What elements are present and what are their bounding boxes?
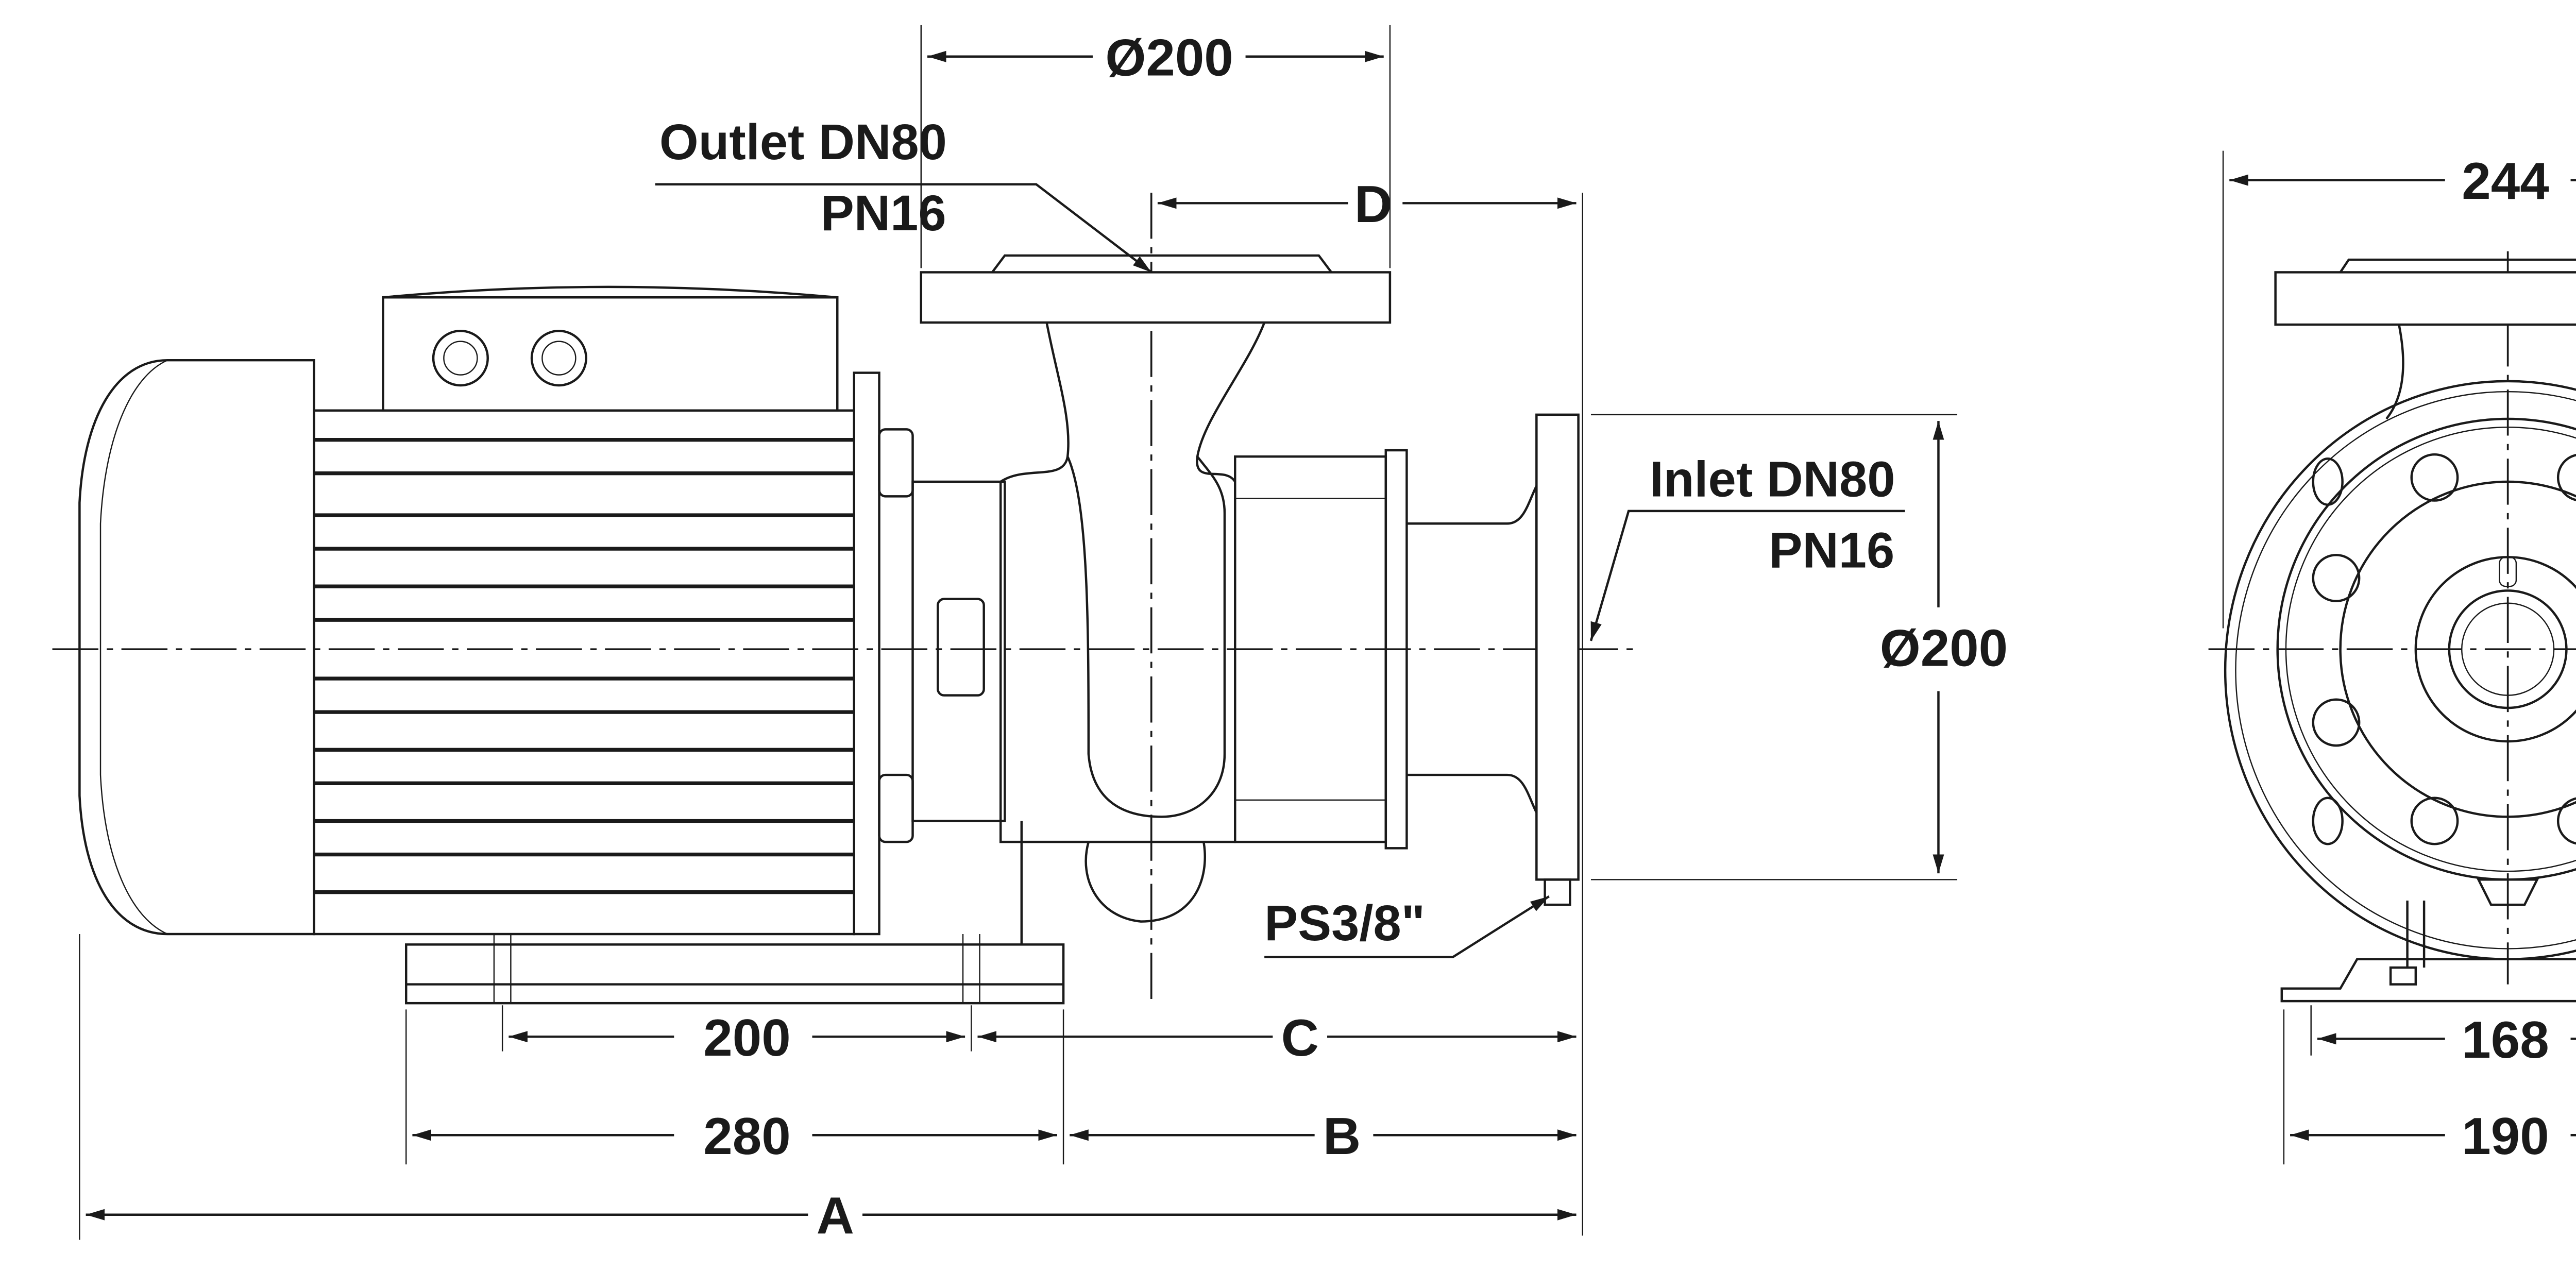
- outlet-label-line1: Outlet DN80: [659, 114, 947, 170]
- motor-body: [313, 371, 914, 936]
- side-view: Outlet DN80 PN16 Ø200 D Inlet DN80 PN16 …: [52, 25, 2008, 1245]
- terminal-box: [382, 285, 839, 412]
- keyway: [2499, 556, 2517, 587]
- outlet-leader: [655, 183, 1153, 274]
- inlet-flange-inner: [2285, 427, 2576, 872]
- inlet-leader: [1589, 510, 1905, 641]
- pump-casing: [920, 254, 1580, 923]
- drain-plug: [1544, 878, 1571, 906]
- casing-lug: [2312, 796, 2344, 845]
- dim-C-label: C: [1281, 1008, 1319, 1067]
- bolt-hole: [2556, 797, 2576, 845]
- motor-fan-cover: [78, 359, 315, 936]
- outlet-diameter-label: Ø200: [1105, 28, 1233, 87]
- base-length-label: 280: [703, 1107, 790, 1165]
- outlet-neck: [2385, 324, 2404, 420]
- base-hole-spacing-label: 200: [703, 1008, 790, 1067]
- front-view: 244 PS3/8" 307 147 8-Ø18 PCD160 168 190 …: [2208, 150, 2576, 1165]
- inlet-bore-inner: [2461, 602, 2555, 696]
- inlet-flange: [1535, 413, 1580, 881]
- inlet-bore: [2448, 589, 2568, 709]
- inlet-raised-face: [2339, 480, 2576, 818]
- front-drain-plug: [2477, 878, 2539, 906]
- bolt-hole: [2410, 453, 2459, 502]
- bolt-hole: [2556, 453, 2576, 501]
- bolt-hole: [2410, 796, 2459, 845]
- pump-foot: [2280, 900, 2576, 1003]
- base-plate: [405, 934, 1065, 1005]
- outlet-flange: [920, 271, 1392, 324]
- inlet-diameter-label: Ø200: [1880, 619, 2008, 677]
- front-outlet-flange: [2274, 271, 2576, 326]
- bolt-holes: [2312, 453, 2576, 845]
- bracket: [911, 480, 1006, 822]
- bolt-hole: [2312, 698, 2361, 747]
- dim-D-label: D: [1354, 175, 1392, 233]
- bracket-window: [937, 598, 985, 697]
- casing-lug: [2312, 457, 2344, 506]
- drain-port-label: PS3/8": [1264, 895, 1425, 951]
- dim-B-label: B: [1323, 1107, 1361, 1165]
- drain-leader: [1264, 895, 1550, 958]
- outlet-label-line2: PN16: [821, 185, 946, 241]
- bolt-hole: [2312, 554, 2361, 602]
- inlet-label-line1: Inlet DN80: [1650, 451, 1895, 507]
- front-width-label: 244: [2462, 151, 2549, 210]
- foot-width-label: 190: [2462, 1107, 2549, 1165]
- dim-A-label: A: [817, 1186, 854, 1245]
- flange-raised-face: [2339, 258, 2576, 273]
- foot-hole-spacing-label: 168: [2462, 1010, 2549, 1069]
- inlet-label-line2: PN16: [1769, 522, 1894, 579]
- volute-outline-inner: [2235, 391, 2576, 950]
